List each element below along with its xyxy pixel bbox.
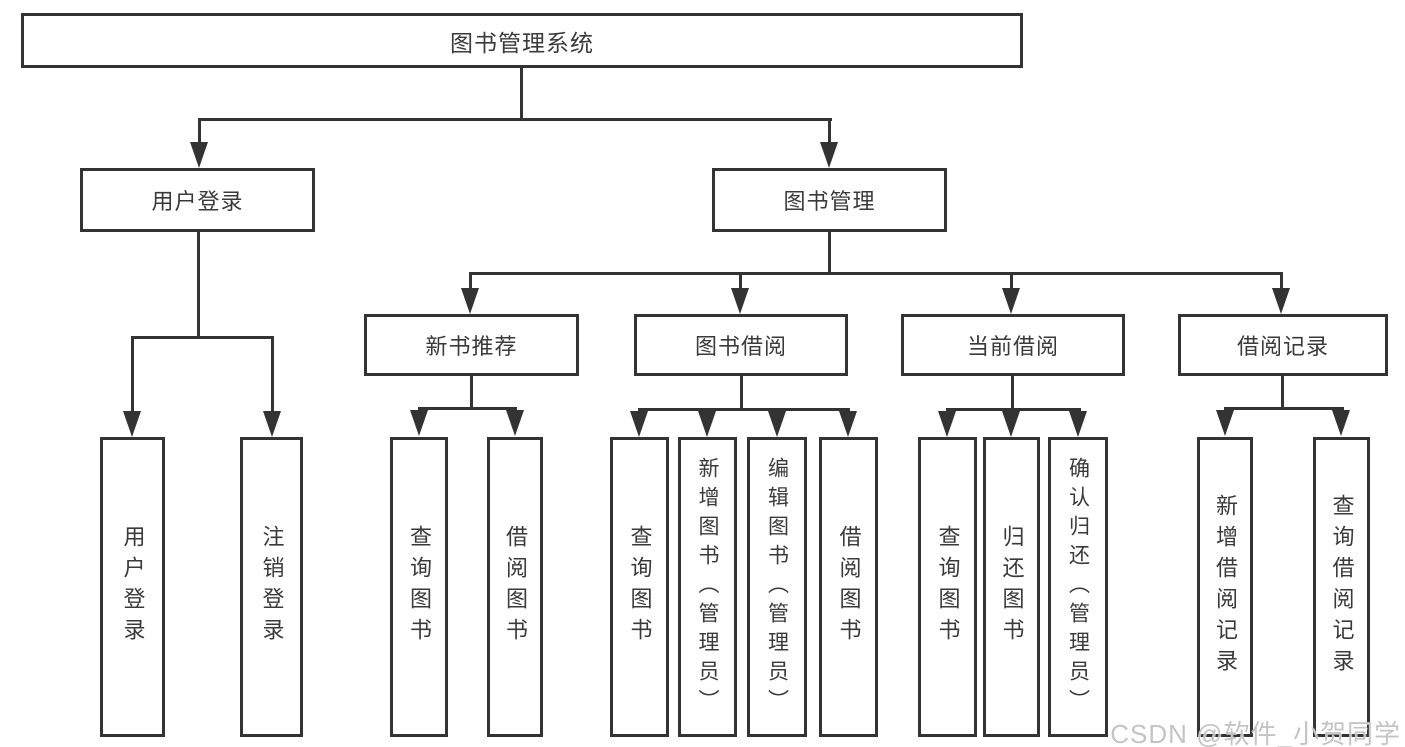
connector-line: [131, 336, 274, 339]
connector-arrow: [1002, 288, 1020, 314]
leaf-bb-add-books-admin: 新增图书（管理员）: [678, 437, 737, 737]
node-library-system: 图书管理系统: [21, 13, 1023, 68]
connector-arrow: [698, 411, 716, 437]
connector-arrow: [820, 142, 838, 168]
connector-line: [470, 376, 473, 410]
node-book-borrowing: 图书借阅: [634, 314, 848, 376]
node-current-borrowing: 当前借阅: [901, 314, 1125, 376]
connector-line: [946, 408, 1081, 411]
connector-line: [271, 336, 274, 412]
connector-arrow: [1332, 410, 1350, 436]
leaf-cb-query-books: 查询图书: [918, 437, 977, 737]
connector-line: [740, 376, 743, 411]
connector-line: [739, 272, 742, 290]
connector-arrow: [190, 142, 208, 168]
connector-line: [520, 68, 523, 120]
connector-line: [469, 272, 1283, 275]
connector-arrow: [839, 411, 857, 437]
connector-arrow: [1002, 411, 1020, 437]
connector-line: [198, 118, 201, 144]
node-borrowing-records: 借阅记录: [1178, 314, 1388, 376]
connector-arrow: [263, 411, 281, 437]
connector-arrow: [1216, 410, 1234, 436]
connector-arrow: [123, 411, 141, 437]
leaf-br-query-record: 查询借阅记录: [1313, 437, 1370, 737]
leaf-nb-query-books: 查询图书: [390, 437, 448, 737]
connector-line: [828, 232, 831, 275]
node-user-login: 用户登录: [80, 168, 315, 232]
connector-line: [1010, 272, 1013, 290]
leaf-bb-borrow-books: 借阅图书: [819, 437, 878, 737]
connector-arrow: [938, 411, 956, 437]
connector-arrow: [1069, 411, 1087, 437]
connector-arrow: [731, 288, 749, 314]
connector-arrow: [461, 288, 479, 314]
connector-arrow: [410, 410, 428, 436]
connector-line: [638, 408, 850, 411]
leaf-bb-edit-books-admin: 编辑图书（管理员）: [747, 437, 807, 737]
connector-line: [1281, 376, 1284, 410]
connector-line: [197, 232, 200, 338]
node-book-management: 图书管理: [712, 168, 947, 232]
leaf-logout: 注销登录: [240, 437, 303, 737]
connector-arrow: [630, 411, 648, 437]
node-new-book-recommendation: 新书推荐: [364, 314, 579, 376]
leaf-br-add-record: 新增借阅记录: [1197, 437, 1253, 737]
leaf-user-login: 用户登录: [100, 437, 165, 737]
connector-arrow: [1272, 288, 1290, 314]
leaf-cb-confirm-return-admin: 确认归还（管理员）: [1048, 437, 1108, 737]
watermark: CSDN @软件_小贺同学: [1110, 719, 1401, 747]
connector-line: [828, 118, 831, 144]
leaf-bb-query-books: 查询图书: [610, 437, 669, 737]
connector-line: [418, 407, 517, 410]
connector-line: [131, 336, 134, 412]
connector-line: [1280, 272, 1283, 290]
connector-line: [1224, 407, 1344, 410]
connector-arrow: [768, 411, 786, 437]
connector-arrow: [506, 410, 524, 436]
leaf-nb-borrow-books: 借阅图书: [487, 437, 543, 737]
leaf-cb-return-books: 归还图书: [983, 437, 1040, 737]
connector-line: [1011, 376, 1014, 411]
connector-line: [469, 272, 472, 290]
connector-line: [198, 118, 832, 121]
